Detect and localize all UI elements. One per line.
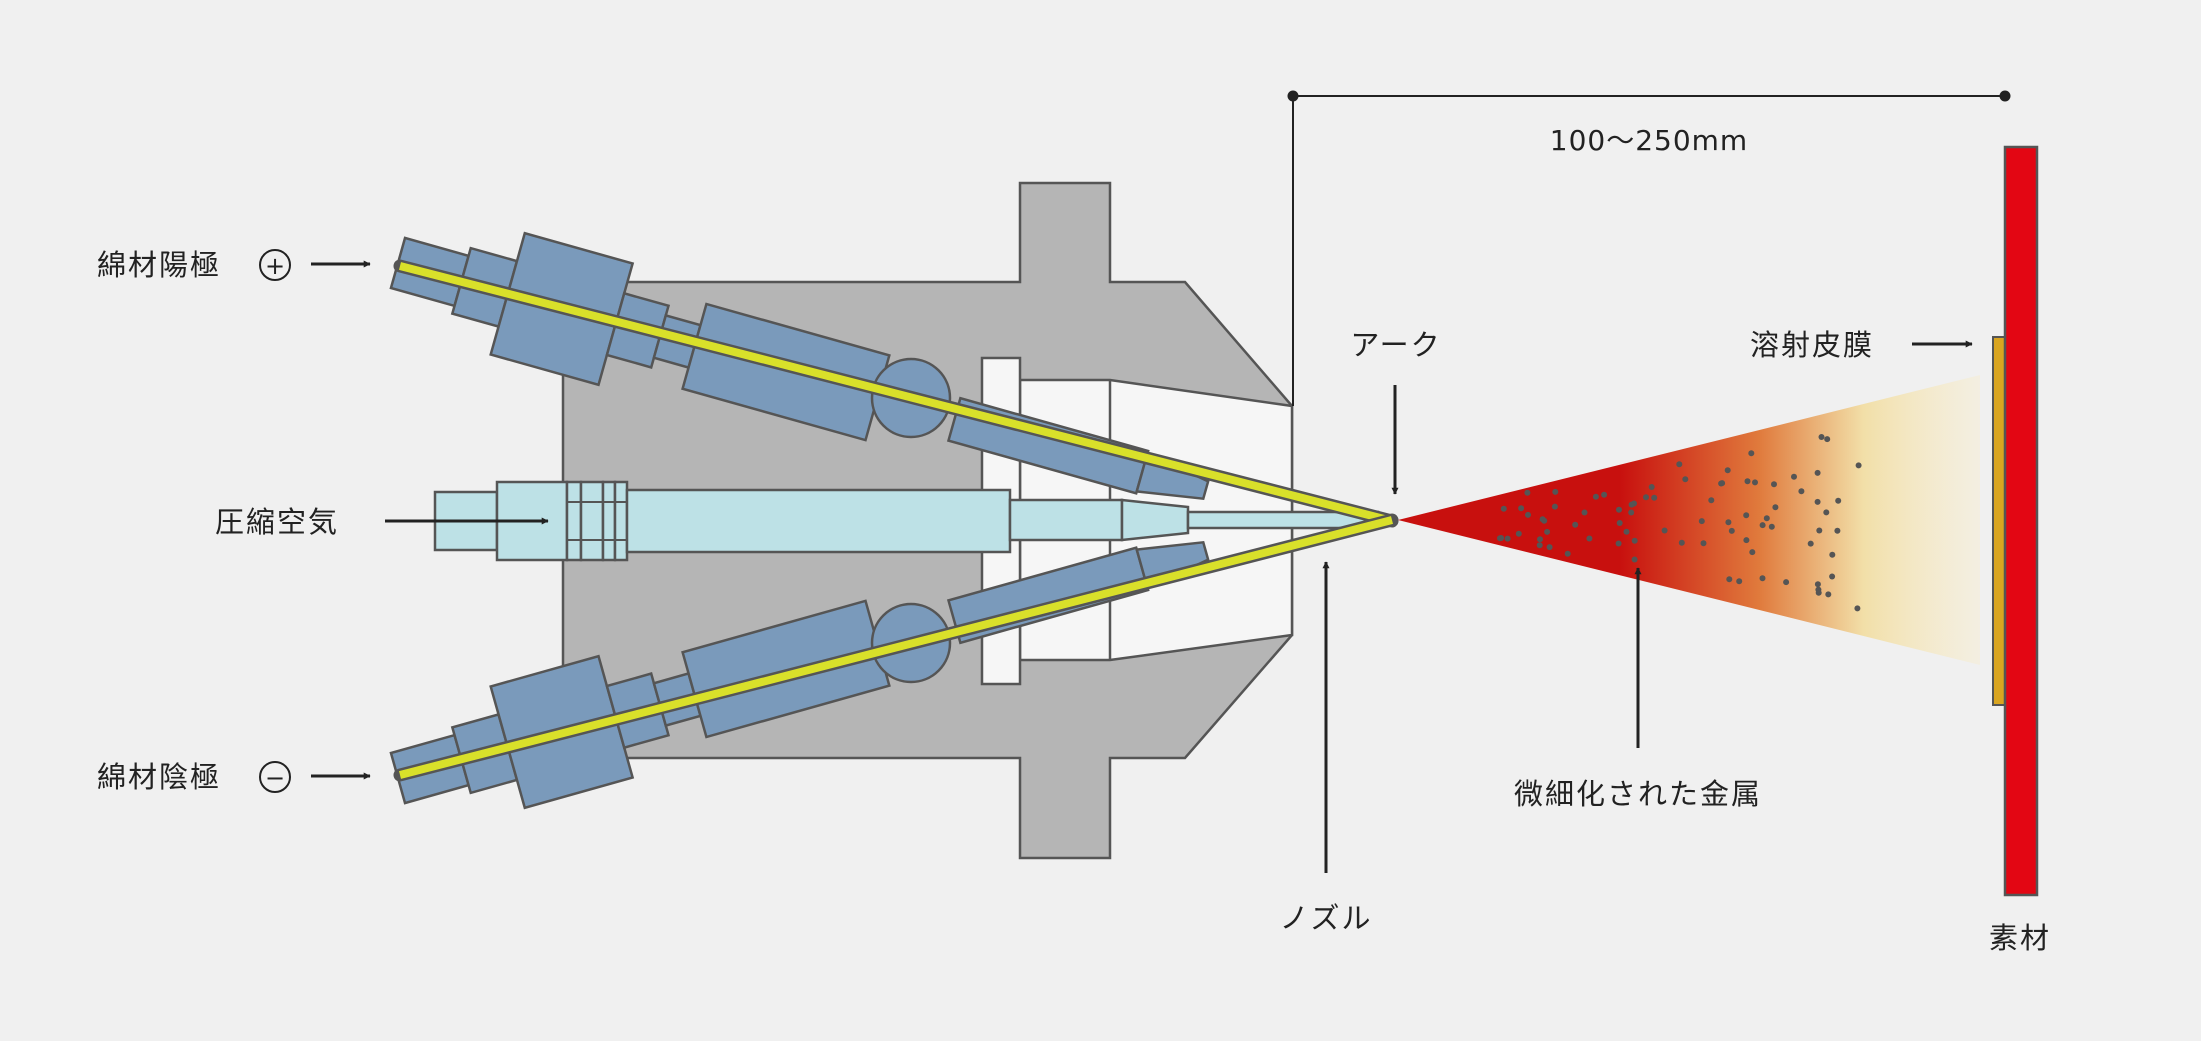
metal-particle — [1498, 535, 1505, 541]
metal-particle — [1719, 480, 1726, 487]
metal-particle — [1616, 520, 1623, 526]
metal-particle — [1564, 550, 1571, 557]
metal-particle — [1783, 579, 1790, 586]
metal-particle — [1825, 591, 1832, 598]
metal-particle — [1814, 469, 1821, 476]
metal-particle — [1615, 540, 1622, 547]
metal-particle — [1631, 556, 1638, 563]
metal-particle — [1728, 527, 1735, 534]
substrate-label: 素材 — [1989, 921, 2051, 955]
metal-particle — [1552, 488, 1559, 495]
metal-particle — [1743, 537, 1750, 544]
metal-particle — [1724, 467, 1731, 474]
metal-particle — [1814, 498, 1821, 505]
metal-particle — [1572, 521, 1579, 528]
metal-particle — [1500, 505, 1507, 512]
metal-particle — [1631, 537, 1638, 544]
metal-particle — [1726, 576, 1733, 583]
nozzle-label: ノズル — [1279, 901, 1372, 935]
metal-particle — [1752, 479, 1758, 486]
fine-metal-label: 微細化された金属 — [1514, 777, 1762, 811]
metal-particle — [1736, 578, 1743, 585]
metal-particle — [1601, 491, 1608, 498]
metal-particle — [1772, 504, 1779, 511]
cathode-wire-core — [399, 516, 1393, 779]
substrate — [2003, 145, 2039, 897]
metal-particle — [1648, 484, 1655, 490]
metal-particle — [1525, 511, 1531, 518]
distance-label: 100〜250mm — [1550, 124, 1748, 157]
metal-particle — [1759, 575, 1766, 582]
metal-particle — [1768, 523, 1775, 530]
metal-particle — [1749, 549, 1756, 556]
metal-particle — [1816, 527, 1823, 534]
dimension-endpoint-right — [1999, 90, 2011, 102]
coating-label: 溶射皮膜 — [1750, 328, 1874, 362]
metal-particle — [1759, 522, 1766, 529]
metal-particle — [1815, 589, 1822, 596]
metal-particle — [1798, 488, 1805, 495]
metal-particle — [1700, 540, 1707, 547]
metal-particle — [1743, 512, 1750, 519]
metal-particle — [1539, 516, 1546, 523]
metal-particle — [1829, 573, 1836, 580]
metal-particle — [1771, 481, 1777, 488]
spray-plume — [1398, 375, 1980, 665]
svg-text:−: − — [265, 764, 285, 792]
cathode-label: 綿材陰極 — [97, 760, 221, 794]
metal-particle — [1504, 535, 1511, 542]
metal-particle — [1763, 515, 1770, 522]
metal-particle — [1824, 436, 1831, 443]
metal-particle — [1586, 535, 1593, 542]
metal-particle — [1835, 497, 1842, 504]
metal-particle — [1744, 478, 1751, 485]
metal-particle — [1814, 581, 1821, 588]
metal-particle — [1676, 461, 1683, 468]
metal-particle — [1643, 494, 1649, 501]
metal-particle — [1725, 519, 1732, 526]
metal-particle — [1661, 527, 1668, 534]
metal-particle — [1628, 501, 1635, 508]
metal-particle — [1829, 551, 1836, 558]
metal-particle — [1546, 544, 1553, 551]
anode-wire-core — [399, 262, 1393, 525]
metal-particle — [1807, 540, 1814, 547]
metal-particle — [1581, 509, 1588, 516]
metal-particle — [1628, 509, 1635, 516]
minus-icon: − — [259, 761, 291, 793]
metal-particle — [1515, 530, 1522, 537]
metal-particle — [1518, 505, 1525, 512]
metal-particle — [1698, 518, 1705, 525]
metal-particle — [1708, 497, 1715, 504]
metal-particle — [1818, 434, 1825, 440]
metal-particle — [1791, 473, 1797, 480]
coating-layer — [1992, 336, 2006, 706]
svg-text:+: + — [265, 252, 285, 280]
metal-particle — [1551, 503, 1558, 510]
metal-particle — [1854, 605, 1861, 612]
metal-particle — [1855, 462, 1862, 469]
distance-dimension — [1292, 95, 2005, 406]
metal-particle — [1536, 542, 1543, 549]
metal-particle — [1544, 528, 1551, 535]
metal-particle — [1524, 489, 1531, 496]
metal-particle — [1592, 493, 1599, 500]
metal-particle — [1537, 536, 1543, 543]
metal-particle — [1682, 476, 1689, 483]
plus-icon: + — [259, 249, 291, 281]
metal-particles — [1497, 434, 1862, 612]
metal-particle — [1834, 527, 1841, 534]
metal-particle — [1748, 450, 1755, 457]
metal-particle — [1678, 539, 1685, 546]
arc-label: アーク — [1350, 328, 1441, 362]
metal-particle — [1651, 494, 1658, 501]
dimension-endpoint-left — [1287, 90, 1299, 102]
anode-label: 綿材陽極 — [97, 248, 221, 282]
metal-particle — [1616, 506, 1622, 513]
compressed-air-label: 圧縮空気 — [215, 505, 339, 539]
metal-particle — [1623, 528, 1630, 535]
metal-particle — [1823, 509, 1830, 516]
